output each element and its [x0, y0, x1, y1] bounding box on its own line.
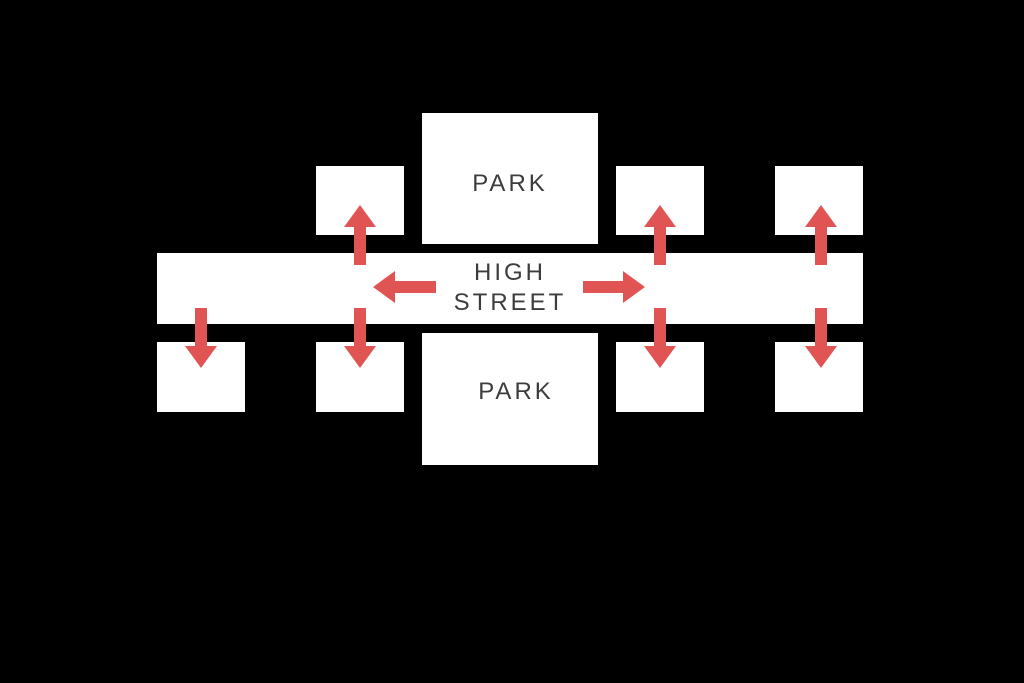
high-street-label-line2: STREET: [453, 289, 567, 316]
arrow-right-icon: [583, 271, 645, 303]
high-street: [157, 253, 863, 324]
park-bottom-label: PARK: [478, 378, 554, 405]
arrow-up-2-icon: [644, 205, 676, 265]
arrow-down-1-icon: [185, 308, 217, 368]
arrow-down-2-icon: [344, 308, 376, 368]
park-top-label: PARK: [472, 170, 548, 197]
high-street-label-line1: HIGH: [474, 259, 546, 286]
arrow-up-1-icon: [344, 205, 376, 265]
arrow-down-4-icon: [805, 308, 837, 368]
arrow-down-3-icon: [644, 308, 676, 368]
arrow-up-3-icon: [805, 205, 837, 265]
arrow-left-icon: [373, 271, 436, 303]
park-top: [422, 113, 598, 244]
park-bottom: [422, 333, 598, 465]
